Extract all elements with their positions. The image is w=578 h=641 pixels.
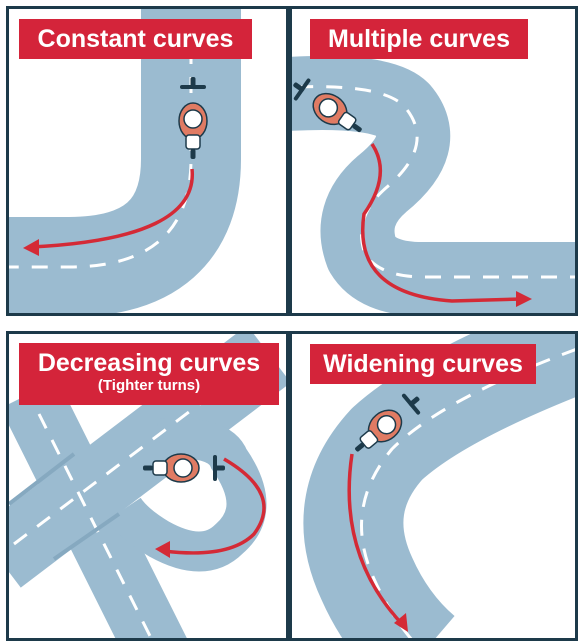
arrow-head	[23, 239, 39, 256]
panel-subtitle: (Tighter turns)	[97, 377, 201, 394]
path-arrow	[361, 143, 523, 303]
panel-decreasing-curves: Decreasing curves (Tighter turns)	[6, 331, 289, 641]
panel-title-label: Widening curves	[310, 344, 536, 384]
motorcycle-rider-icon	[293, 78, 362, 133]
panel-title: Multiple curves	[328, 25, 510, 53]
motorcycle-rider-icon	[143, 453, 225, 483]
lane-marking	[37, 413, 153, 638]
path-arrow	[163, 457, 266, 555]
path-arrow	[347, 453, 404, 626]
panel-widening-curves: Widening curves	[289, 331, 578, 641]
bridge-edge	[52, 512, 121, 561]
motorcycle-rider-icon	[355, 393, 421, 452]
panel-title: Widening curves	[323, 350, 523, 378]
path-arrow	[30, 168, 194, 249]
motorcycle-rider-icon	[178, 77, 208, 159]
road-diagram-constant	[9, 9, 241, 313]
lane-marking	[9, 19, 193, 269]
arrow-head	[155, 541, 170, 558]
bridge-edge	[9, 452, 76, 506]
panel-title-label: Multiple curves	[310, 19, 528, 59]
panel-title: Constant curves	[37, 25, 234, 53]
lane-marking	[296, 85, 575, 279]
panel-title-label: Constant curves	[19, 19, 252, 59]
arrow-head	[394, 613, 408, 632]
road	[303, 334, 575, 638]
panel-title-label: Decreasing curves (Tighter turns)	[19, 343, 279, 405]
road-loop	[107, 418, 267, 572]
road-diagram-multiple	[292, 56, 575, 313]
panel-title: Decreasing curves	[37, 349, 261, 377]
panel-constant-curves: Constant curves	[6, 6, 289, 316]
arrow-head	[516, 291, 532, 307]
panel-multiple-curves: Multiple curves	[289, 6, 578, 316]
